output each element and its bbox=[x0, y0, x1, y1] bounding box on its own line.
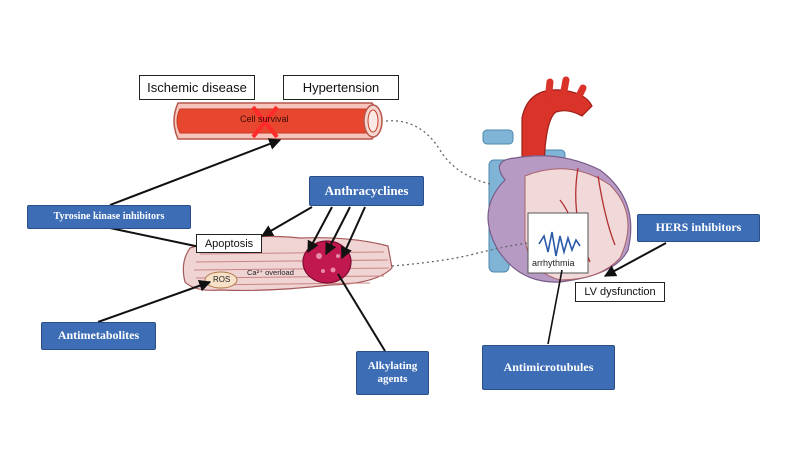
antimetabolites-label: Antimetabolites bbox=[57, 328, 140, 343]
cell-survival-blocked-icon bbox=[251, 105, 279, 139]
antimicrotubules-box: Antimicrotubules bbox=[482, 345, 615, 390]
ca-overload-label: Ca²⁺ overload bbox=[247, 268, 294, 277]
connector-lines bbox=[97, 138, 667, 352]
alkylating-line-2: agents bbox=[377, 373, 408, 385]
blood-vessel bbox=[173, 102, 383, 140]
heart-illustration bbox=[482, 76, 632, 283]
cell-survival-label: Cell survival bbox=[240, 114, 289, 124]
apoptosis-label: Apoptosis bbox=[196, 234, 262, 253]
ros-label: ROS bbox=[213, 275, 231, 284]
lv-dysfunction-label: LV dysfunction bbox=[575, 282, 665, 302]
hypertension-label: Hypertension bbox=[283, 75, 399, 100]
anthracyclines-box: Anthracyclines bbox=[309, 176, 424, 206]
ischemic-disease-label: Ischemic disease bbox=[139, 75, 255, 100]
arrhythmia-label: arrhythmia bbox=[532, 258, 575, 268]
hers-inhibitors-box: HERS inhibitors bbox=[637, 214, 760, 242]
tyrosine-kinase-inhibitors-box: Tyrosine kinase inhibitors bbox=[27, 205, 191, 229]
antimetabolites-box: Antimetabolites bbox=[41, 322, 156, 350]
alkylating-line-1: Alkylating bbox=[367, 360, 418, 373]
alkylating-agents-box: Alkylating agents bbox=[356, 351, 429, 395]
